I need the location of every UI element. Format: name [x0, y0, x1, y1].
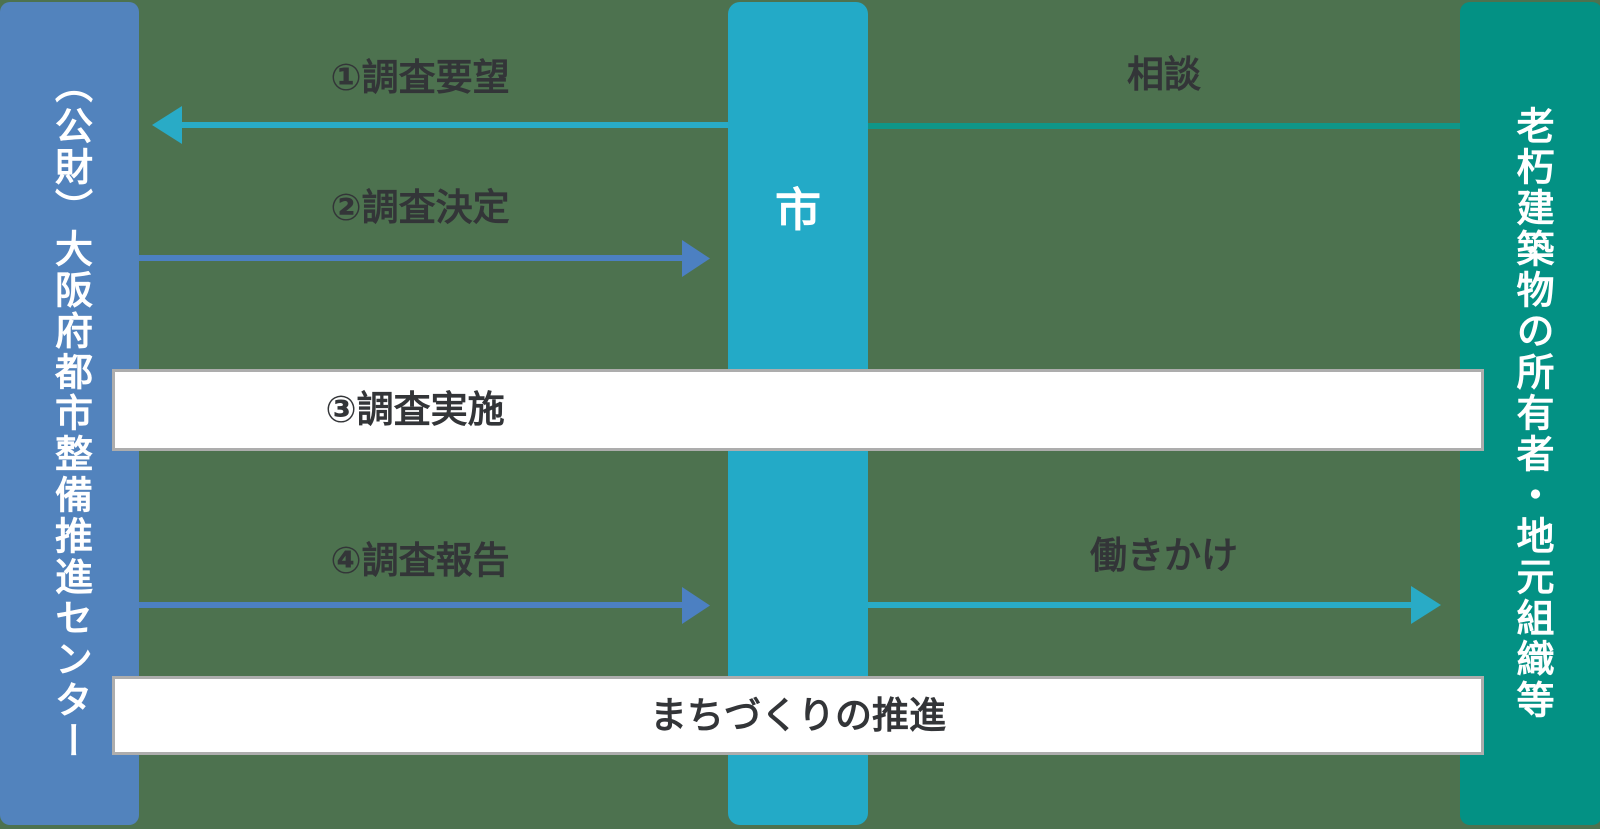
step2-label: ②調査決定	[330, 187, 510, 228]
soudan-label: 相談	[1127, 54, 1201, 95]
step4-arrow-line	[139, 602, 686, 608]
soudan-arrow-line	[860, 123, 1465, 129]
arrowhead-right-icon	[682, 587, 710, 624]
hatarakikake-arrow-line	[860, 602, 1413, 608]
actor-label-owners: 老朽建築物の所有者・地元組織等	[1510, 106, 1552, 721]
machizukuri-band: まちづくりの推進	[112, 676, 1484, 755]
actor-label-city: 市	[775, 184, 821, 236]
machizukuri-label: まちづくりの推進	[650, 694, 946, 736]
step3-label: ③調査実施	[325, 388, 505, 430]
step2-arrow-line	[139, 255, 686, 261]
arrowhead-right-icon	[682, 240, 710, 277]
step3-band: ③調査実施	[112, 369, 1484, 451]
step1-arrow-line	[178, 122, 740, 128]
actor-label-center-org: （公財）大阪府都市整備推進センター	[48, 65, 91, 762]
arrowhead-left-icon	[152, 106, 182, 144]
step4-label: ④調査報告	[330, 540, 510, 581]
hatarakikake-label: 働きかけ	[1090, 535, 1238, 576]
step1-label: ①調査要望	[330, 57, 510, 98]
arrowhead-right-icon	[1411, 586, 1441, 624]
